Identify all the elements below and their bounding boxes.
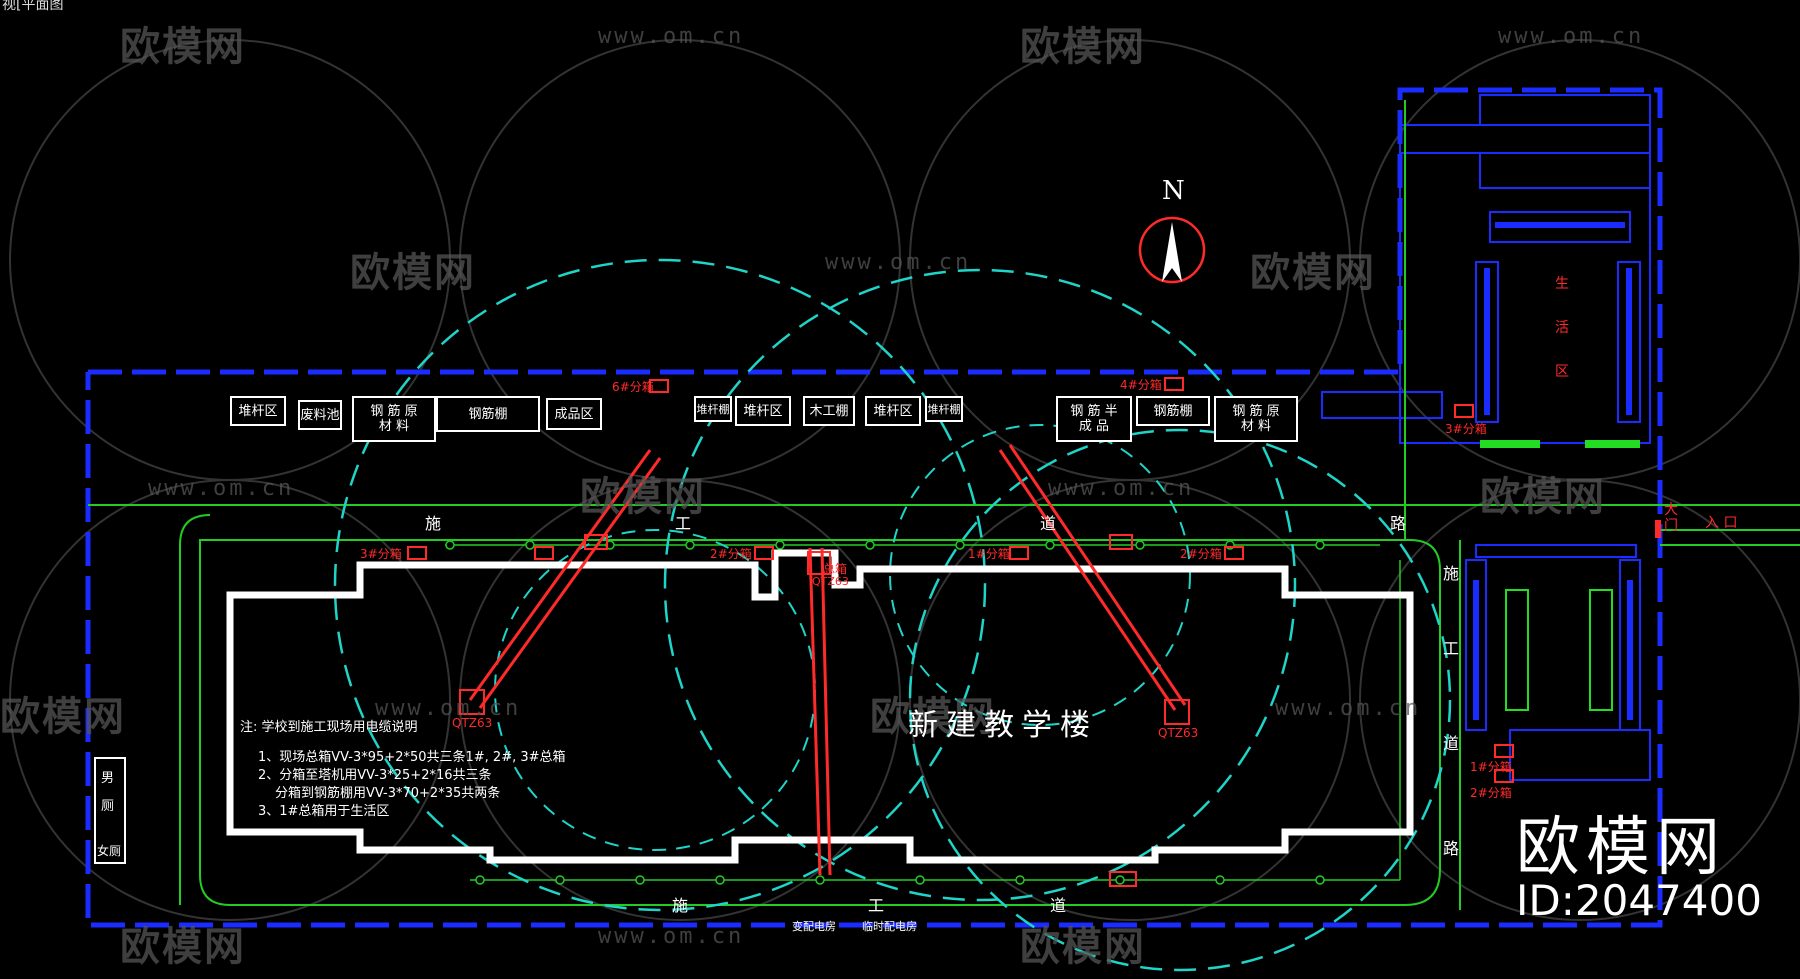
watermark-url: www.om.cn xyxy=(1498,24,1645,49)
box-label-2c: 2#分箱 xyxy=(1470,786,1512,800)
road-label: 路 xyxy=(1443,839,1460,858)
watermark-logo: 欧模网 xyxy=(120,24,246,70)
watermark-url: www.om.cn xyxy=(598,24,745,49)
area-rebar-shed-1: 钢筋棚 xyxy=(436,396,540,432)
area-rod-shed-1: 堆杆棚 xyxy=(694,396,732,422)
watermark-circles xyxy=(9,39,1800,921)
notes-line-2: 2、分箱至塔机用VV-3*25+2*16共三条 xyxy=(258,768,492,783)
watermark-logo: 欧模网 xyxy=(1250,250,1376,296)
crane-label-east: QTZ63 xyxy=(1158,726,1199,740)
notes-line-4: 3、1#总箱用于生活区 xyxy=(258,804,390,819)
watermark-logo: 欧模网 xyxy=(580,474,706,520)
area-waste-pit: 废料池 xyxy=(298,400,342,430)
road-label: 施 xyxy=(1443,564,1460,583)
building-outline xyxy=(226,549,1414,864)
box-label-3a: 3#分箱 xyxy=(360,547,402,561)
area-finished-goods: 成品区 xyxy=(546,398,602,430)
toilet-block xyxy=(94,757,126,864)
area-rebar-raw-1: 钢 筋 原 材 料 xyxy=(352,396,436,442)
crane-radius-circles xyxy=(333,258,1452,972)
compass-north-label: N xyxy=(1162,176,1185,206)
north-compass-icon xyxy=(1138,216,1206,284)
watermark-logo: 欧模网 xyxy=(1020,24,1146,70)
watermark-logo: 欧模网 xyxy=(0,694,126,740)
area-carpentry-shed: 木工棚 xyxy=(803,396,855,426)
notes-line-3: 分箱到钢筋棚用VV-3*70+2*35共两条 xyxy=(275,786,501,801)
toilet-women-label: 女厕 xyxy=(97,844,122,858)
watermark-url: www.om.cn xyxy=(825,250,972,275)
gate-label: 大 门 xyxy=(1664,502,1678,534)
watermark-url: www.om.cn xyxy=(1275,696,1422,721)
watermark-logo: 欧模网 xyxy=(1020,924,1146,970)
entrance-label: 入 口 xyxy=(1705,515,1738,531)
watermark-url: www.om.cn xyxy=(375,696,522,721)
road-label: 道 xyxy=(1040,514,1057,533)
crane-label-center: QTZ63 xyxy=(812,575,849,588)
watermark-logo: 欧模网 xyxy=(120,924,246,970)
area-rod-shed-2: 堆杆棚 xyxy=(925,396,963,422)
site-boundary xyxy=(85,87,1663,928)
road-label: 工 xyxy=(868,896,885,915)
corner-brand-name: 欧模网 xyxy=(1516,811,1726,885)
crane-arms xyxy=(468,444,1187,876)
road-label: 道 xyxy=(1050,896,1067,915)
drawing-title: 视[平面图 xyxy=(2,0,64,13)
cable-lines xyxy=(445,544,1401,881)
watermark-logo: 欧模网 xyxy=(350,250,476,296)
building-name: 新建教学楼 xyxy=(908,708,1098,743)
box-label-1b: 1#分箱 xyxy=(1470,760,1512,774)
living-area-beds xyxy=(1473,222,1633,720)
area-rod-storage-1: 堆杆区 xyxy=(230,396,286,426)
notes-title: 注: 学校到施工现场用电缆说明 xyxy=(240,720,418,735)
watermark-url: www.om.cn xyxy=(1048,476,1195,501)
area-rod-storage-2: 堆杆区 xyxy=(735,396,791,426)
box-label-main: 总箱 xyxy=(823,562,848,576)
crane-bases xyxy=(459,534,1190,725)
corner-brand-id: ID:2047400 xyxy=(1516,876,1762,925)
bottom-label-substation: 变配电房 xyxy=(792,920,836,933)
area-rebar-semi-finished: 钢 筋 半 成 品 xyxy=(1056,396,1132,442)
road-label: 施 xyxy=(672,896,689,915)
watermark-logo: 欧模网 xyxy=(870,694,996,740)
road-label: 施 xyxy=(425,514,442,533)
road-label: 路 xyxy=(1390,514,1407,533)
box-label-3b: 3#分箱 xyxy=(1445,422,1487,436)
area-rod-storage-3: 堆杆区 xyxy=(865,396,921,426)
entrance-marker xyxy=(1655,520,1661,538)
road-label: 工 xyxy=(675,514,692,533)
distribution-box-markers xyxy=(407,377,1514,887)
box-label-6: 6#分箱 xyxy=(612,380,654,394)
box-label-2a: 2#分箱 xyxy=(710,547,752,561)
living-area-green-blocks xyxy=(1505,589,1613,711)
bottom-label-temp-power: 临时配电房 xyxy=(862,920,917,933)
area-rebar-shed-2: 钢筋棚 xyxy=(1136,396,1210,426)
watermark-logo: 欧模网 xyxy=(1480,474,1606,520)
living-area-outline xyxy=(1321,94,1651,781)
construction-road xyxy=(88,100,1800,910)
notes-line-1: 1、现场总箱VV-3*95+2*50共三条1#, 2#, 3#总箱 xyxy=(258,750,566,765)
box-label-1a: 1#分箱 xyxy=(968,547,1010,561)
crane-label-west: QTZ63 xyxy=(452,716,493,730)
box-label-4: 4#分箱 xyxy=(1120,378,1162,392)
road-label: 工 xyxy=(1443,639,1460,658)
watermark-url: www.om.cn xyxy=(598,924,745,949)
box-label-2b: 2#分箱 xyxy=(1180,547,1222,561)
road-label: 道 xyxy=(1443,734,1460,753)
toilet-men-label: 男 厕 xyxy=(101,771,115,814)
watermark-url: www.om.cn xyxy=(148,476,295,501)
area-rebar-raw-2: 钢 筋 原 材 料 xyxy=(1214,396,1298,442)
living-area-label: 生 活 区 xyxy=(1555,276,1569,380)
